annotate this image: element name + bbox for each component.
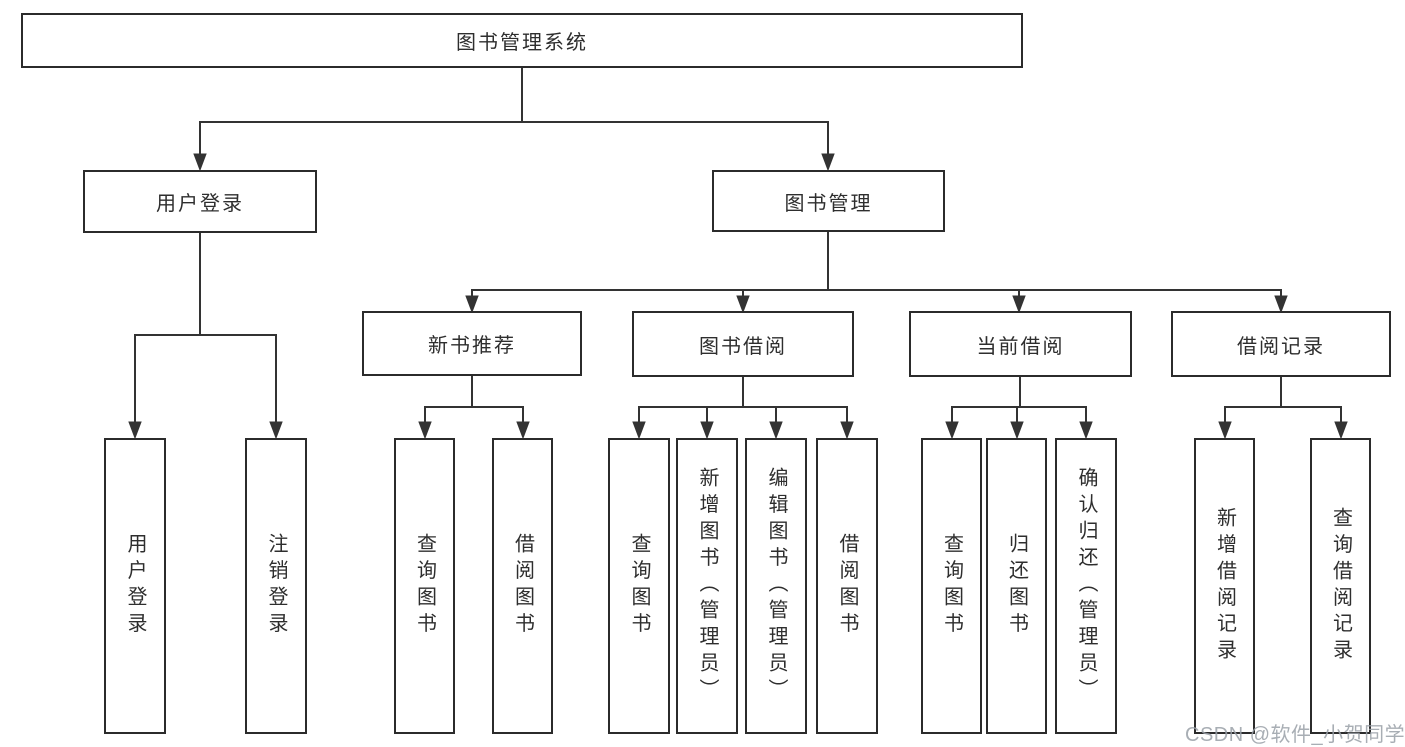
node-borrow-book-2-label: 借阅图书 [836, 533, 858, 639]
node-user-login: 用户登录 [83, 170, 317, 233]
node-borrow-book-1-label: 借阅图书 [511, 533, 534, 639]
edges-book-management [465, 232, 1288, 314]
node-query-borrow-record: 查询借阅记录 [1310, 438, 1371, 734]
node-add-book-admin-label: 新增图书（管理员） [696, 467, 718, 705]
edges-root [193, 68, 835, 172]
node-new-book-recommend-label: 新书推荐 [428, 335, 516, 357]
node-edit-book-admin: 编辑图书（管理员） [745, 438, 807, 734]
node-book-management-label: 图书管理 [784, 192, 873, 215]
node-add-borrow-record-label: 新增借阅记录 [1213, 506, 1236, 666]
node-return-book: 归还图书 [986, 438, 1047, 734]
node-root: 图书管理系统 [21, 13, 1023, 68]
node-borrow-record: 借阅记录 [1171, 311, 1391, 377]
node-borrow-record-label: 借阅记录 [1237, 335, 1325, 358]
node-logout-label: 注销登录 [265, 533, 287, 639]
node-query-book-1-label: 查询图书 [413, 533, 436, 639]
node-add-book-admin: 新增图书（管理员） [676, 438, 738, 734]
node-return-book-label: 归还图书 [1005, 533, 1028, 639]
node-user-login-action-label: 用户登录 [124, 533, 146, 639]
node-current-borrow-label: 当前借阅 [976, 335, 1065, 358]
node-query-book-3-label: 查询图书 [940, 533, 963, 639]
node-query-book-2-label: 查询图书 [628, 533, 650, 639]
edges-book-borrow [632, 377, 854, 440]
node-book-borrow: 图书借阅 [632, 311, 854, 377]
edges-current-borrow [945, 377, 1093, 440]
node-user-login-label: 用户登录 [156, 193, 244, 215]
edges-new-book-recommend [418, 376, 530, 440]
node-root-label: 图书管理系统 [456, 32, 588, 54]
node-new-book-recommend: 新书推荐 [362, 311, 582, 376]
node-edit-book-admin-label: 编辑图书（管理员） [765, 467, 787, 705]
node-current-borrow: 当前借阅 [909, 311, 1132, 377]
node-query-borrow-record-label: 查询借阅记录 [1329, 506, 1352, 666]
node-add-borrow-record: 新增借阅记录 [1194, 438, 1255, 734]
csdn-watermark: CSDN @软件_小贺同学 [1185, 724, 1405, 746]
node-borrow-book-2: 借阅图书 [816, 438, 878, 734]
node-query-book-2: 查询图书 [608, 438, 670, 734]
edges-borrow-record [1218, 377, 1348, 440]
node-confirm-return-admin: 确认归还（管理员） [1055, 438, 1117, 734]
node-book-management: 图书管理 [712, 170, 945, 232]
node-book-borrow-label: 图书借阅 [699, 335, 787, 358]
node-borrow-book-1: 借阅图书 [492, 438, 553, 734]
node-query-book-3: 查询图书 [921, 438, 982, 734]
node-confirm-return-admin-label: 确认归还（管理员） [1075, 467, 1097, 705]
node-query-book-1: 查询图书 [394, 438, 455, 734]
node-logout: 注销登录 [245, 438, 307, 734]
edges-user-login [128, 233, 283, 440]
node-user-login-action: 用户登录 [104, 438, 166, 734]
